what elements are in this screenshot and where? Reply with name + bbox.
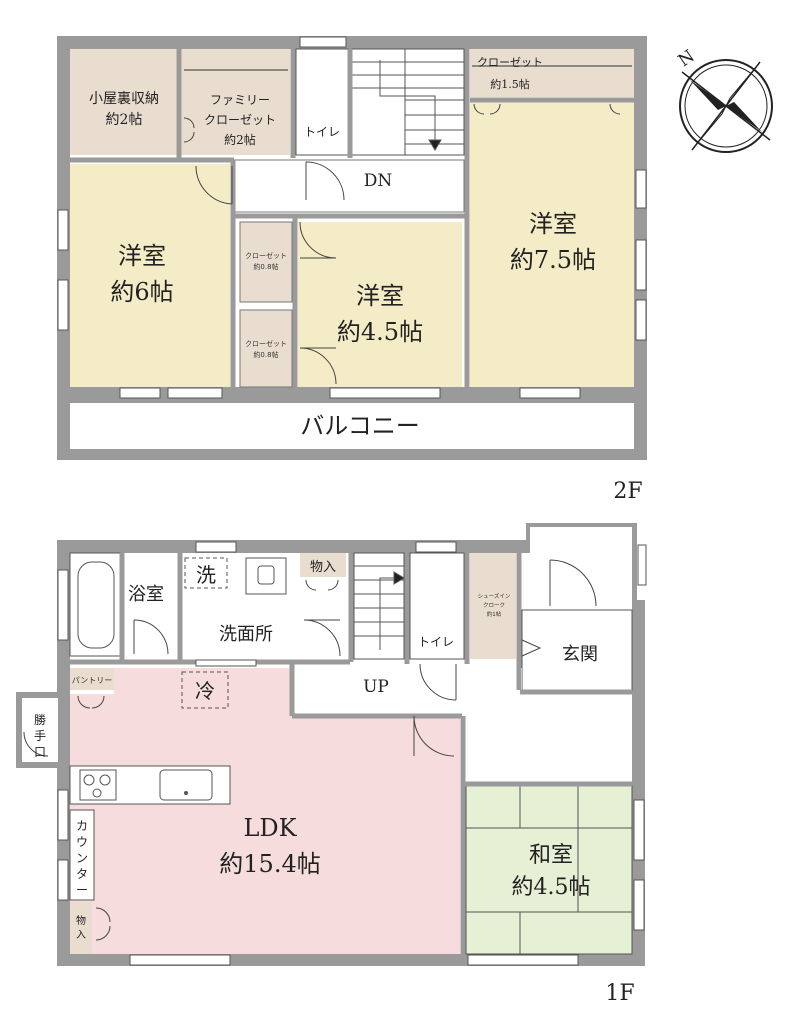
- stove-icon: [79, 769, 117, 801]
- counter-label: カ ウ ン タ ー: [76, 819, 88, 897]
- room-center-size: 約4.5帖: [337, 318, 423, 346]
- compass-rose-icon: [681, 61, 771, 151]
- entrance-label: 玄関: [562, 644, 598, 665]
- side-door-char: 口: [34, 745, 46, 759]
- pantry-label: パントリー: [72, 676, 112, 685]
- attic-storage-line1: 小屋裏収納: [89, 90, 159, 107]
- washer-space: [184, 557, 228, 589]
- ldk-area: [70, 668, 460, 954]
- storage-top: [300, 553, 346, 577]
- balcony-area: [70, 403, 634, 449]
- closet-top-line2: 約1.5帖: [490, 77, 530, 91]
- floor-1-label: 1F: [605, 981, 634, 1006]
- toilet-2f-label: トイレ: [304, 125, 340, 139]
- washbasin-icon: [245, 557, 287, 595]
- floor-1: 浴室 洗 物入 洗面所 トイレ シューズイン クローク 約1帖 玄関 UP パン…: [16, 523, 647, 1006]
- fridge-mark: 冷: [195, 679, 215, 703]
- room-right-name: 洋室: [529, 210, 577, 238]
- storage-small-label: 物 入: [76, 914, 86, 941]
- side-door-label: 勝 手 口: [34, 712, 46, 759]
- washer-mark: 洗: [196, 563, 216, 587]
- shoe-closet-line3: 約1帖: [487, 610, 502, 618]
- stairs-1f: [353, 552, 405, 660]
- closet-small-1: [239, 221, 293, 303]
- storage-top-label: 物入: [310, 560, 336, 575]
- room-left-size: 約6帖: [110, 278, 173, 306]
- north-label: N: [675, 46, 699, 71]
- room-center-name: 洋室: [356, 282, 404, 310]
- counter-char: カ: [76, 819, 88, 833]
- family-closet-line3: 約2帖: [224, 132, 256, 147]
- storage-small: [70, 902, 92, 954]
- shoe-closet-line1: シューズイン: [478, 592, 511, 600]
- closet-small-2-line2: 約0.8帖: [253, 350, 278, 359]
- closet-small-1-line1: クローゼット: [245, 251, 287, 260]
- pantry: [70, 668, 114, 690]
- side-door-char: 手: [34, 729, 46, 743]
- ldk-name: LDK: [243, 814, 297, 842]
- counter-char: ン: [76, 851, 88, 865]
- sink-icon: [159, 769, 213, 801]
- japanese-room: [465, 785, 633, 955]
- room-center-2f: [298, 222, 462, 387]
- counter-char: ウ: [76, 835, 88, 849]
- floor-2-label: 2F: [613, 479, 642, 504]
- toilet-1f-label: トイレ: [418, 635, 454, 649]
- closet-small-2: [239, 309, 293, 388]
- shoe-closet: [470, 553, 516, 659]
- bathtub-icon: [77, 561, 115, 649]
- counter-char: ー: [76, 883, 88, 897]
- family-closet: [181, 49, 290, 155]
- shoe-closet-line2: クローク: [483, 602, 505, 609]
- compass: N: [675, 46, 773, 153]
- closet-small-2-line1: クローゼット: [245, 339, 287, 348]
- porch: [530, 527, 632, 600]
- floor-2: 小屋裏収納 約2帖 ファミリー クローゼット 約2帖 トイレ クローゼット 約1…: [57, 36, 647, 504]
- attic-storage: [70, 49, 177, 155]
- washroom-label: 洗面所: [219, 624, 273, 645]
- room-left-2f: [70, 164, 230, 387]
- stairs-down-label: DN: [364, 171, 393, 191]
- bath-label: 浴室: [128, 584, 164, 605]
- room-right-size: 約7.5帖: [510, 246, 596, 274]
- kitchen-counter: [69, 765, 231, 805]
- attic-storage-line2: 約2帖: [106, 112, 143, 128]
- stairs-up-label: UP: [363, 677, 389, 697]
- closet-top-right: [470, 49, 634, 97]
- japanese-room-name: 和室: [529, 843, 573, 868]
- family-closet-line1: ファミリー: [210, 93, 270, 107]
- closet-top-line1: クローゼット: [477, 56, 543, 69]
- japanese-room-size: 約4.5帖: [512, 875, 591, 900]
- balcony-label: バルコニー: [300, 412, 420, 440]
- entrance: [521, 609, 633, 691]
- storage-small-char: 入: [76, 930, 86, 941]
- counter-char: タ: [76, 867, 88, 881]
- side-door-char: 勝: [34, 712, 46, 727]
- fridge-space: [181, 671, 229, 709]
- room-left-name: 洋室: [118, 242, 166, 270]
- closet-small-1-line2: 約0.8帖: [253, 262, 278, 271]
- storage-small-char: 物: [76, 914, 86, 927]
- ldk-size: 約15.4帖: [219, 850, 320, 878]
- family-closet-line2: クローゼット: [204, 113, 276, 127]
- room-right-2f: [470, 102, 634, 387]
